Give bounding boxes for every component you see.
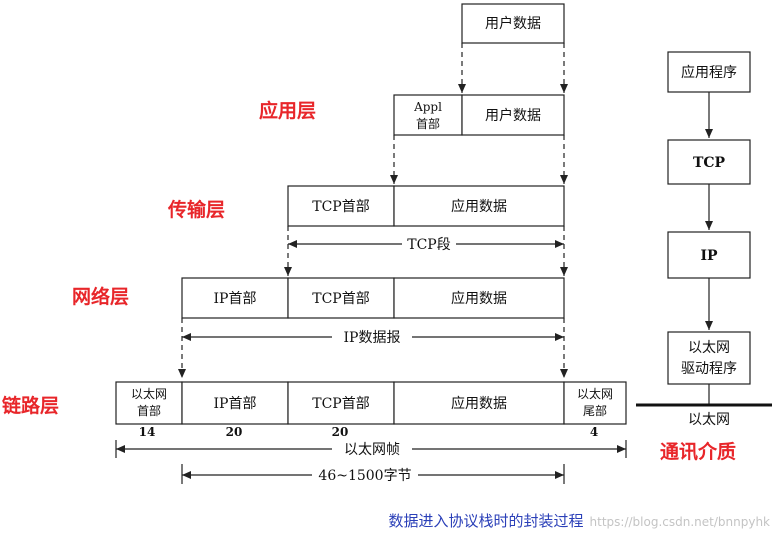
size-eth-header: 14 xyxy=(139,425,156,439)
layer-label-link: 链路层 xyxy=(2,394,59,417)
stack-ip-box xyxy=(667,231,751,279)
payload-span: 46~1500字节 xyxy=(181,464,565,484)
layer-label-network: 网络层 xyxy=(72,285,129,308)
network-data-cell xyxy=(393,277,565,319)
link-tcp-header-cell xyxy=(287,381,395,425)
app-header-line2: 首部 xyxy=(416,116,440,131)
app-data-label: 用户数据 xyxy=(485,107,541,124)
payload-size-label: 46~1500字节 xyxy=(318,468,411,484)
transport-data-label: 应用数据 xyxy=(451,198,507,215)
top-user-data-box: 用户数据 xyxy=(461,3,565,44)
top-user-data-label: 用户数据 xyxy=(485,15,541,32)
stack-application-box xyxy=(667,51,751,93)
link-row: 以太网 首部 IP首部 TCP首部 应用数据 以太网 尾部 xyxy=(115,381,627,425)
ethernet-frame-span: 以太网帧 xyxy=(115,440,627,458)
stack-driver-line1: 以太网 xyxy=(688,340,730,356)
ip-datagram-label: IP数据报 xyxy=(344,330,401,346)
stack-medium-label: 以太网 xyxy=(688,412,730,428)
ip-datagram-span: IP数据报 xyxy=(182,330,564,346)
stack-driver-box xyxy=(667,331,751,385)
network-ip-header-cell xyxy=(181,277,289,319)
network-tcp-header-cell xyxy=(287,277,395,319)
layer-label-transport: 传输层 xyxy=(167,198,225,221)
network-data-label: 应用数据 xyxy=(451,290,507,307)
size-tcp-header: 20 xyxy=(332,425,349,439)
size-eth-trailer: 4 xyxy=(590,425,598,439)
app-header-cell xyxy=(393,94,463,136)
network-ip-header-label: IP首部 xyxy=(214,291,257,307)
link-ip-header-label: IP首部 xyxy=(214,396,257,412)
tcp-segment-label: TCP段 xyxy=(407,237,450,253)
communication-medium-label: 通讯介质 xyxy=(660,440,736,463)
stack-ip-label: IP xyxy=(700,248,718,264)
link-eth-trailer-cell xyxy=(563,381,627,425)
app-row: Appl 首部 用户数据 xyxy=(393,94,565,136)
stack-tcp-label: TCP xyxy=(693,155,726,171)
link-eth-trailer-line1: 以太网 xyxy=(577,386,613,401)
link-data-label: 应用数据 xyxy=(451,395,507,412)
network-row: IP首部 TCP首部 应用数据 xyxy=(181,277,565,319)
watermark: https://blog.csdn.net/bnnpyhk xyxy=(590,515,771,529)
link-eth-header-line1: 以太网 xyxy=(131,386,167,401)
stack-application-label: 应用程序 xyxy=(681,64,737,81)
protocol-stack: 应用程序 TCP IP 以太网 驱动程序 以太网 通讯介质 xyxy=(636,51,772,463)
link-eth-trailer-line2: 尾部 xyxy=(583,403,607,418)
ethernet-frame-label: 以太网帧 xyxy=(344,442,400,458)
transport-data-cell xyxy=(393,185,565,227)
link-data-cell xyxy=(393,381,565,425)
diagram-caption: 数据进入协议栈时的封装过程 xyxy=(388,512,583,530)
network-tcp-header-label: TCP首部 xyxy=(312,291,369,307)
app-data-cell xyxy=(461,94,565,136)
transport-tcp-header-cell xyxy=(287,185,395,227)
stack-driver-line2: 驱动程序 xyxy=(681,361,737,377)
size-ip-header: 20 xyxy=(226,425,243,439)
link-eth-header-line2: 首部 xyxy=(137,403,161,418)
transport-row: TCP首部 应用数据 xyxy=(287,185,565,227)
stack-tcp-box xyxy=(667,139,751,185)
link-tcp-header-label: TCP首部 xyxy=(312,396,369,412)
layer-label-application: 应用层 xyxy=(259,99,316,122)
transport-tcp-header-label: TCP首部 xyxy=(312,199,369,215)
link-ip-header-cell xyxy=(181,381,289,425)
tcp-segment-span: TCP段 xyxy=(288,237,564,253)
app-header-line1: Appl xyxy=(413,100,442,114)
